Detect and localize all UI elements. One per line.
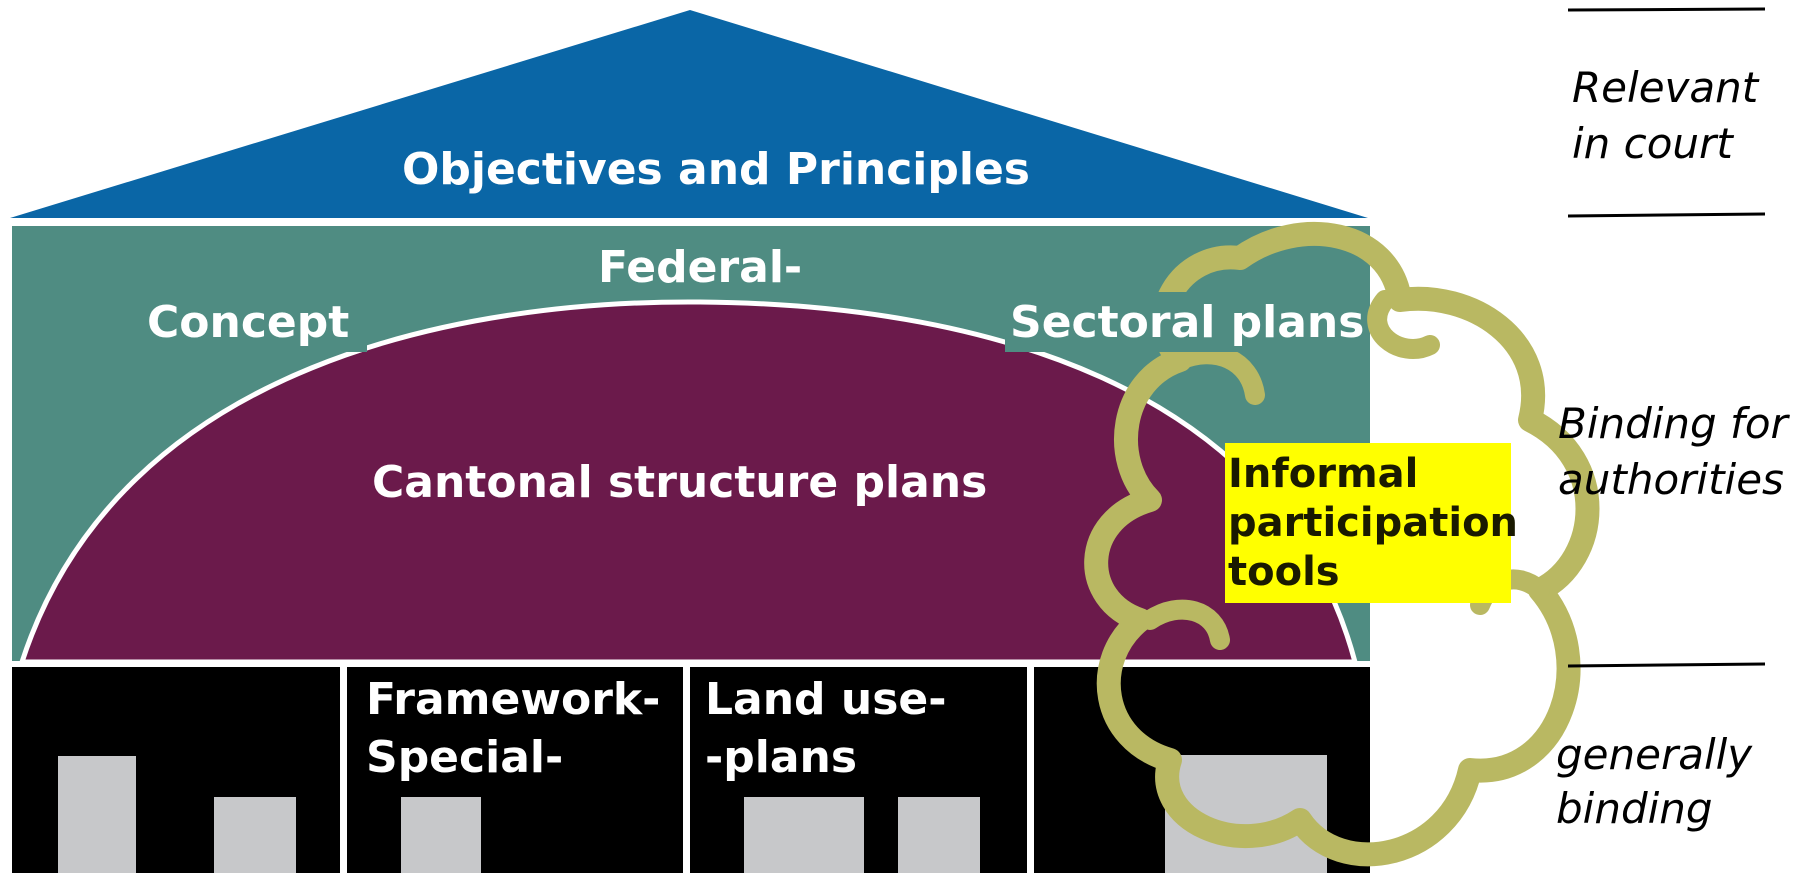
base-window bbox=[58, 756, 136, 873]
base-top-divider bbox=[12, 661, 1370, 667]
side-label-authorities-1: Binding for bbox=[1558, 399, 1791, 448]
side-divider bbox=[1567, 7, 1766, 12]
cloud-inner-lobe bbox=[1170, 344, 1265, 405]
concept-label: Concept bbox=[147, 297, 349, 348]
cantonal-label: Cantonal structure plans bbox=[372, 457, 987, 508]
participation-label-line1: Informal bbox=[1228, 451, 1418, 497]
side-label-authorities-2: authorities bbox=[1558, 455, 1784, 504]
framework-label: Framework- bbox=[366, 674, 660, 725]
cantonal-label-bg bbox=[368, 450, 990, 514]
sectoral-label-bg bbox=[1005, 292, 1357, 352]
land-use-label: Land use- bbox=[705, 674, 946, 725]
side-divider bbox=[1567, 212, 1766, 218]
side-label-court-1: Relevant bbox=[1572, 63, 1760, 112]
participation-label-line3: tools bbox=[1228, 549, 1340, 595]
concept-label-bg bbox=[145, 292, 367, 352]
participation-label-line2: participation bbox=[1228, 500, 1518, 546]
base-separator bbox=[340, 665, 347, 873]
cloud-outline bbox=[1084, 221, 1600, 867]
side-label-court-2: in court bbox=[1572, 119, 1734, 168]
base-separator bbox=[1027, 665, 1034, 873]
side-label-general-1: generally bbox=[1556, 730, 1753, 779]
cloud-inner-lobe bbox=[1367, 290, 1440, 359]
sectoral-plans-label: Sectoral plans bbox=[1010, 297, 1364, 348]
side-divider bbox=[1567, 662, 1766, 668]
plans-label: -plans bbox=[705, 732, 857, 783]
side-label-general-2: binding bbox=[1556, 784, 1713, 833]
roof-title: Objectives and Principles bbox=[402, 144, 1030, 195]
special-label: Special- bbox=[366, 732, 563, 783]
federal-label-bg bbox=[593, 238, 815, 298]
base-window bbox=[744, 797, 864, 873]
base-window bbox=[401, 797, 481, 873]
base-separator bbox=[683, 665, 690, 873]
cloud-inner-lobe bbox=[1140, 599, 1230, 650]
base-window bbox=[898, 797, 980, 873]
base-window bbox=[214, 797, 296, 873]
federal-label: Federal- bbox=[598, 242, 802, 293]
roof bbox=[10, 10, 1368, 218]
participation-label-bg bbox=[1225, 443, 1511, 603]
